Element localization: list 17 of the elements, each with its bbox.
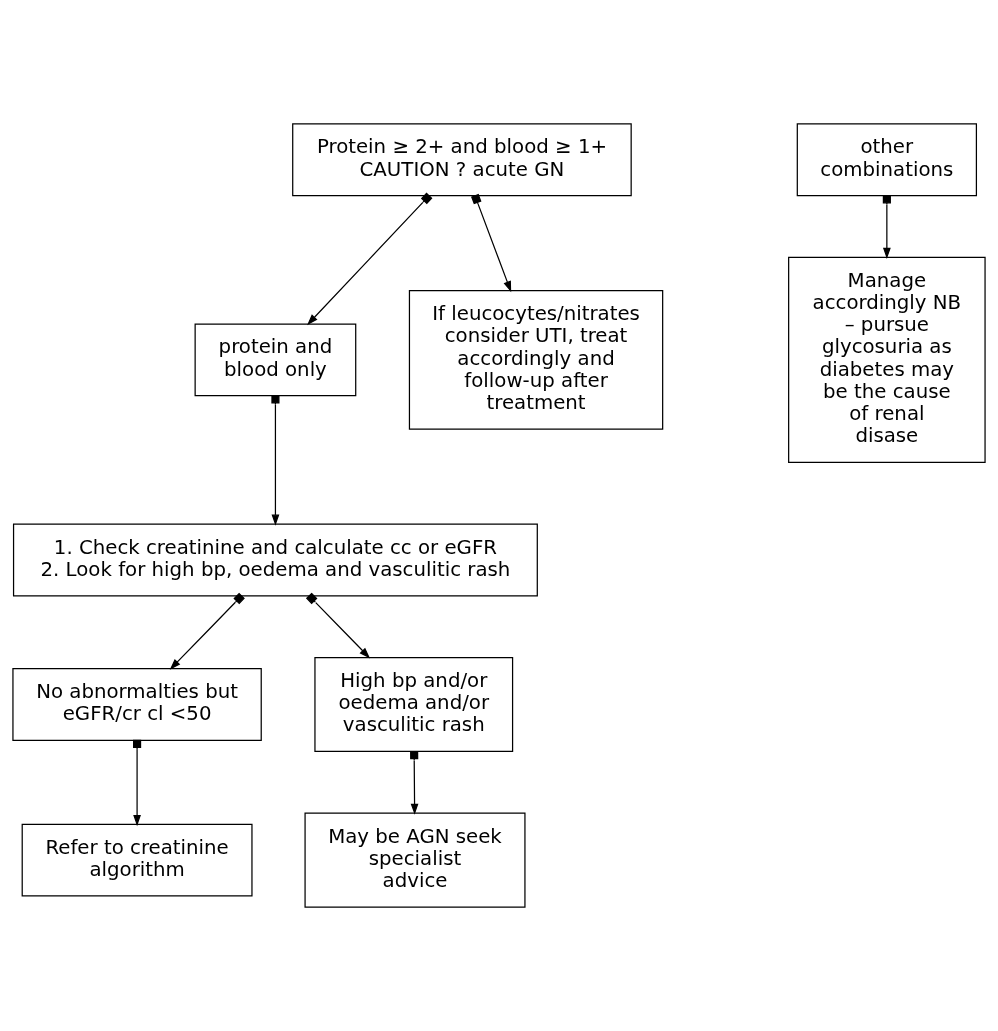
node-box: Manage accordingly NB – pursue glycosuria as diabetes may be the cause of renal disase	[788, 256, 986, 463]
node-box: High bp and/or oedema and/or vasculitic rash	[314, 656, 514, 753]
node-box: May be AGN seek specialist advice	[304, 812, 526, 908]
node-box: 1. Check creatinine and calculate cc or eGFR 2. Look for high bp, oedema and vasculitic rash	[12, 523, 538, 597]
arrow	[271, 395, 280, 526]
node-box: Refer to creatinine algorithm	[21, 823, 253, 897]
node-box: other combinations	[796, 123, 978, 197]
node-box: Protein ≥ 2+ and blood ≥ 1+ CAUTION ? acute GN	[292, 123, 632, 197]
arrow	[133, 739, 142, 827]
arrow	[169, 592, 245, 670]
arrow	[305, 592, 371, 659]
node-box: No abnormalties but eGFR/cr cl <50	[12, 668, 262, 741]
arrow	[882, 195, 891, 259]
node-box: protein and blood only	[194, 323, 357, 397]
arrow	[471, 193, 512, 293]
node-box: If leucocytes/nitrates consider UTI, treat accordingly and follow-up after treatment	[408, 290, 664, 430]
arrow	[307, 192, 433, 326]
